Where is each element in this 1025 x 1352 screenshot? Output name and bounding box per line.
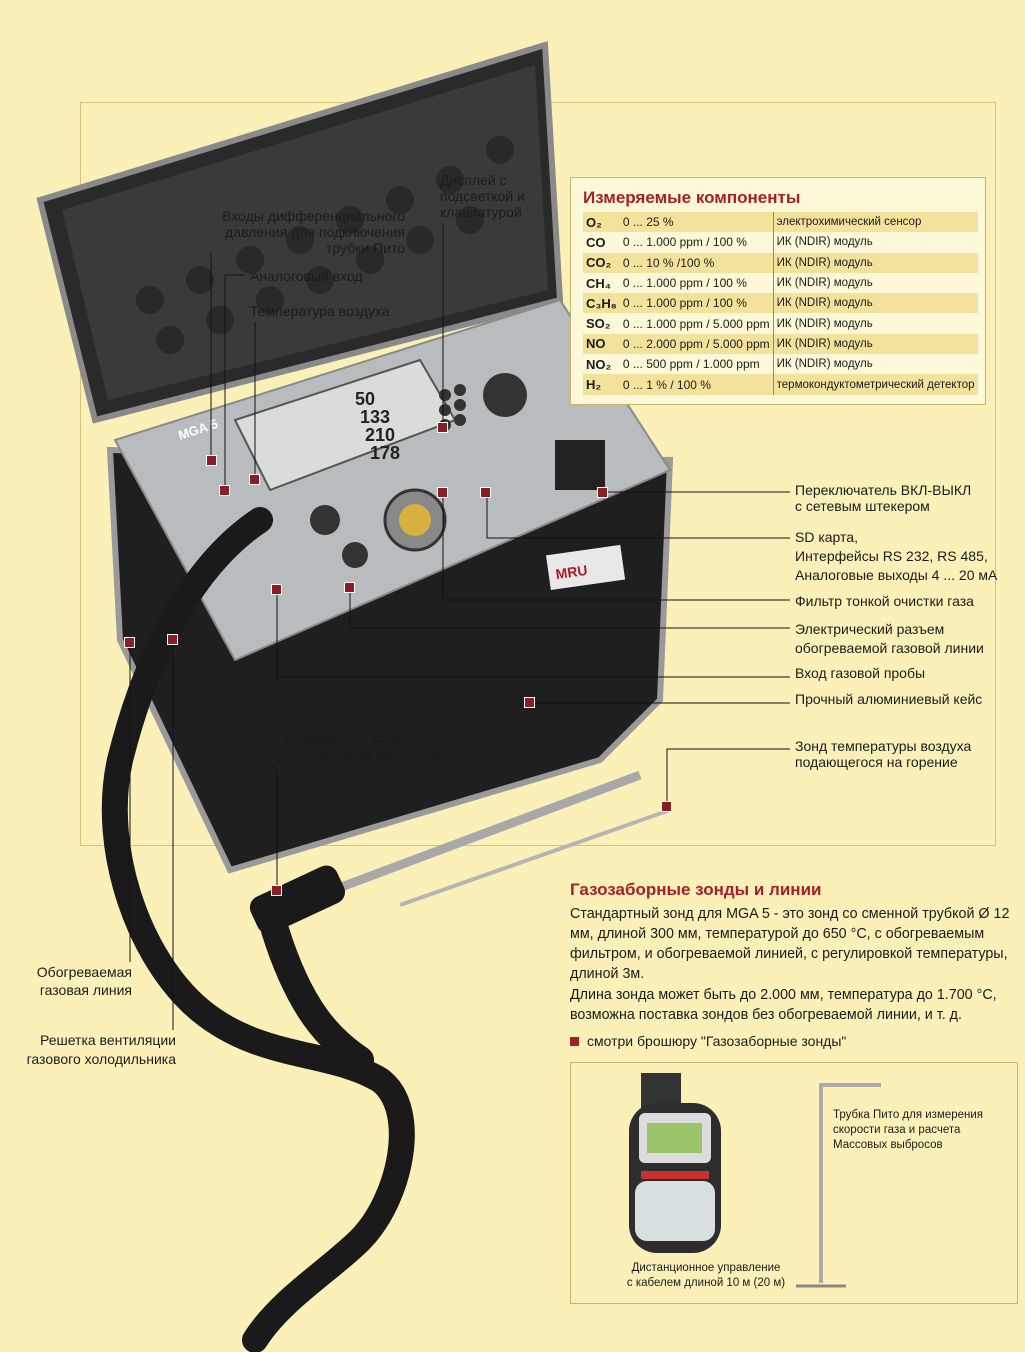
label-gas-inlet: Вход газовой пробы (795, 665, 926, 681)
component-formula: C₃H₈ (583, 293, 620, 314)
marker-filter (437, 487, 448, 498)
marker-grid (167, 634, 178, 645)
component-formula: SO₂ (586, 316, 611, 332)
component-range: 0 ... 1 % / 100 % (619, 374, 774, 395)
marker-interfaces (480, 487, 491, 498)
probes-paragraph-2: Длина зонда может быть до 2.000 мм, темп… (570, 987, 997, 1023)
marker-temp-probe (661, 801, 672, 812)
component-sensor: ИК (NDIR) модуль (773, 333, 978, 355)
label-analog-input: Аналоговый вход (250, 268, 363, 284)
bullet-square-icon (570, 1037, 579, 1046)
component-sensor: термокондуктометрический детектор (773, 374, 978, 395)
temp-probe (399, 808, 671, 907)
component-formula: NO (583, 333, 620, 355)
marker-air-temp (249, 474, 260, 485)
component-range: 0 ... 25 % (619, 212, 774, 233)
component-sensor: ИК (NDIR) модуль (776, 277, 873, 290)
reading-1: 50 (355, 389, 375, 409)
reading-4: 178 (370, 443, 400, 463)
component-range: 0 ... 1.000 ppm / 5.000 ppm (619, 313, 774, 334)
label-fine-filter: Фильтр тонкой очистки газа (795, 593, 974, 609)
component-formula: NO₂ (586, 356, 612, 372)
component-range: 0 ... 500 ppm / 1.000 ppm (619, 354, 774, 375)
components-title: Измеряемые компоненты (583, 188, 801, 207)
component-sensor: ИК (NDIR) модуль (776, 236, 873, 249)
power-socket (555, 440, 605, 490)
component-sensor: ИК (NDIR) модуль (776, 358, 873, 371)
label-interfaces: SD карта,Интерфейсы RS 232, RS 485,Анало… (795, 529, 998, 583)
marker-power (597, 487, 608, 498)
component-sensor: электрохимический сенсор (773, 212, 978, 233)
component-range: 0 ... 10 % /100 % (619, 252, 774, 273)
component-formula: CO (586, 234, 606, 250)
component-formula: O₂ (583, 212, 620, 233)
component-formula: H₂ (583, 374, 620, 395)
reading-2: 133 (360, 407, 390, 427)
accessories-art (629, 1073, 881, 1288)
reading-3: 210 (365, 425, 395, 445)
navigation-pad (483, 373, 527, 417)
marker-line (124, 637, 135, 648)
marker-gas-inlet (271, 584, 282, 595)
component-range: 0 ... 1.000 ppm / 100 % (619, 232, 774, 253)
component-row: CO 0 ... 1.000 ppm / 100 %ИК (NDIR) модул… (583, 232, 978, 253)
marker-pitot (206, 455, 217, 466)
component-range: 0 ... 1.000 ppm / 100 % (619, 293, 774, 314)
probes-paragraph-1: Стандартный зонд для MGA 5 - это зонд со… (570, 906, 1010, 982)
component-sensor: ИК (NDIR) модуль (773, 293, 978, 314)
component-formula: CH₄ (586, 275, 611, 291)
marker-analog (219, 485, 230, 496)
probes-title: Газозаборные зонды и линии (570, 880, 822, 899)
component-sensor: ИК (NDIR) модуль (776, 317, 873, 330)
marker-display (437, 422, 448, 433)
heated-gas-line (101, 507, 415, 1352)
component-formula: CO₂ (583, 252, 620, 273)
component-row: CH₄ 0 ... 1.000 ppm / 100 %ИК (NDIR) моду… (583, 272, 978, 294)
component-range: 0 ... 2.000 ppm / 5.000 ppm (619, 333, 774, 355)
label-aluminium-case: Прочный алюминиевый кейс (795, 691, 983, 707)
component-range: 0 ... 1.000 ppm / 100 % (619, 272, 774, 294)
marker-probe (271, 885, 282, 896)
component-sensor: ИК (NDIR) модуль (773, 252, 978, 273)
marker-connector (344, 582, 355, 593)
label-air-temperature: Температура воздуха (250, 303, 390, 319)
marker-case (524, 697, 535, 708)
brand-plate: MRU (555, 562, 589, 582)
brochure-reference: смотри брошюру "Газозаборные зонды" (570, 1033, 846, 1049)
